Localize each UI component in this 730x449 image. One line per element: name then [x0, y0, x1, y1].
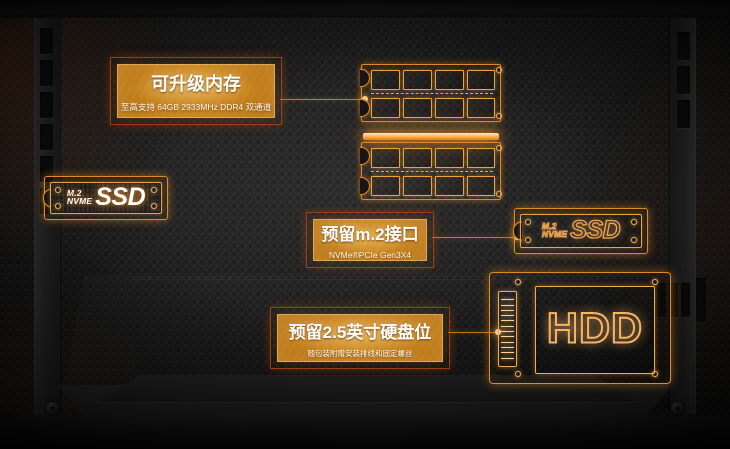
hdd-pin — [501, 352, 514, 354]
callout-memory-title: 可升级内存 — [151, 73, 241, 94]
ssd-right-spec-line1: M.2 — [541, 220, 557, 231]
callout-hdd-bay-panel: 预留2.5英寸硬盘位 随包装附赠安装排线和固定螺丝 — [277, 314, 443, 362]
ssd-right-screw-bl — [525, 237, 531, 243]
hdd-pin — [501, 336, 514, 338]
ssd-left-screw-br — [151, 203, 157, 209]
ssd-right-label: M.2 NVME SSD — [541, 215, 622, 245]
ram-chip-1-4 — [467, 70, 495, 90]
ram-chip-1-3 — [435, 70, 464, 90]
ssd-left-spec-line2: NVME — [66, 196, 93, 206]
hdd-module: HDD — [489, 272, 671, 384]
ram-module-2-glow-edge — [363, 133, 499, 140]
ssd-left-title: SSD — [95, 182, 146, 211]
hdd-pin — [501, 320, 514, 322]
hdd-pin — [501, 357, 514, 359]
ram-module-1-outline — [361, 64, 501, 122]
callout-m2-slot-subtitle: NVMe®PCIe Gen3X4 — [328, 250, 412, 260]
hdd-top-plate: HDD — [535, 286, 655, 374]
callout-m2-slot-title: 预留m.2接口 — [321, 225, 419, 244]
ssd-right-spec: M.2 NVME — [541, 220, 568, 239]
hdd-screw-br — [652, 371, 658, 377]
ram-chip-2-1 — [371, 148, 400, 168]
ssd-left-inner: M.2 NVME SSD — [50, 182, 162, 214]
hdd-label: HDD — [546, 304, 644, 354]
ram-screw-2-left — [496, 145, 502, 151]
hdd-pin — [501, 304, 514, 306]
ram-chip-2-3 — [435, 148, 464, 168]
ram-screw-1-right — [496, 113, 502, 119]
ssd-left-label: M.2 NVME SSD — [66, 182, 146, 212]
hdd-connector-strip — [498, 291, 517, 367]
hdd-pin — [501, 331, 514, 333]
ssd-left-screw-bl — [55, 203, 61, 209]
ssd-right-title: SSD — [570, 215, 622, 244]
callout-hdd-bay-subtitle: 随包装附赠安装排线和固定螺丝 — [307, 348, 413, 358]
ram-chip-1-2 — [403, 70, 432, 90]
ssd-right-inner: M.2 NVME SSD — [520, 214, 642, 248]
ram-screw-1-left — [496, 67, 502, 73]
hdd-pin — [501, 299, 514, 301]
ram-pin-row-1 — [371, 93, 493, 94]
ssd-left-spec: M.2 NVME — [66, 187, 93, 206]
ssd-right-screw-tl — [525, 219, 531, 225]
callout-hdd-bay-title: 预留2.5英寸硬盘位 — [288, 322, 432, 342]
ram-chip-2-5 — [371, 176, 400, 196]
ssd-left-screw-tl — [55, 187, 61, 193]
hdd-screw-bl — [515, 371, 521, 377]
lead-line-memory — [280, 99, 365, 100]
ram-module-2 — [360, 133, 502, 200]
ram-module-1 — [360, 64, 502, 122]
ram-chip-2-2 — [403, 148, 432, 168]
hdd-screw-tl — [515, 279, 521, 285]
ram-chip-2-6 — [403, 176, 432, 196]
ram-module-2-outline — [361, 142, 501, 200]
ssd-right-screw-tr — [631, 219, 637, 225]
callout-m2-slot[interactable]: 预留m.2接口 NVMe®PCIe Gen3X4 — [306, 212, 434, 268]
ram-chip-1-6 — [403, 98, 432, 118]
hdd-screw-tr — [652, 279, 658, 285]
callout-m2-slot-panel: 预留m.2接口 NVMe®PCIe Gen3X4 — [313, 219, 427, 261]
callout-memory-panel: 可升级内存 至高支持 64GB 2933MHz DDR4 双通道 — [117, 64, 275, 118]
ssd-left-spec-line1: M.2 — [66, 187, 82, 198]
callout-memory-subtitle: 至高支持 64GB 2933MHz DDR4 双通道 — [120, 101, 272, 112]
callout-memory[interactable]: 可升级内存 至高支持 64GB 2933MHz DDR4 双通道 — [110, 57, 282, 125]
lead-line-hdd — [448, 332, 498, 333]
hdd-pin — [501, 325, 514, 327]
ssd-right-screw-br — [631, 237, 637, 243]
hdd-pin — [501, 315, 514, 317]
ssd-module-left: M.2 NVME SSD — [43, 176, 168, 220]
hdd-outline — [489, 272, 671, 384]
callout-hdd-bay-frame — [270, 307, 450, 369]
lead-line-m2 — [432, 237, 517, 238]
ssd-right-spec-line2: NVME — [541, 229, 568, 239]
ram-chip-2-8 — [467, 176, 495, 196]
ram-chip-2-7 — [435, 176, 464, 196]
ram-screw-2-right — [496, 191, 502, 197]
ram-chip-1-7 — [435, 98, 464, 118]
ram-chip-1-1 — [371, 70, 400, 90]
ram-chip-1-8 — [467, 98, 495, 118]
hdd-pin — [501, 346, 514, 348]
ram-chip-2-4 — [467, 148, 495, 168]
callout-memory-frame — [110, 57, 282, 125]
ssd-left-screw-tr — [151, 187, 157, 193]
ssd-module-right: M.2 NVME SSD — [513, 208, 648, 254]
ram-pin-row-2 — [371, 171, 493, 172]
callout-hdd-bay[interactable]: 预留2.5英寸硬盘位 随包装附赠安装排线和固定螺丝 — [270, 307, 450, 369]
hdd-pin — [501, 341, 514, 343]
hdd-pin — [501, 309, 514, 311]
callout-m2-slot-frame — [306, 212, 434, 268]
ram-chip-1-5 — [371, 98, 400, 118]
